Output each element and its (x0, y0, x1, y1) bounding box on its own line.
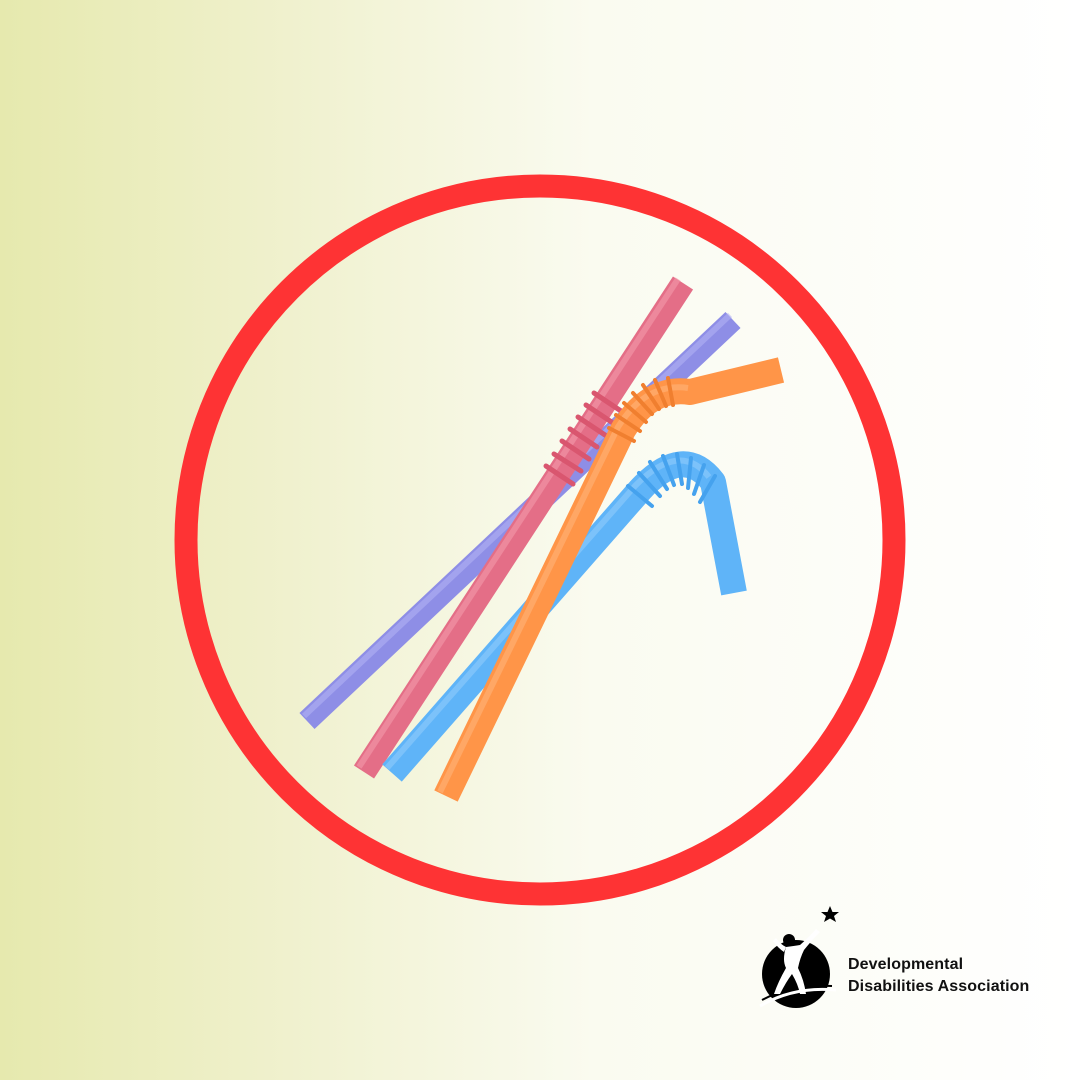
pink-straw (353, 276, 694, 779)
logo-wordmark: Developmental Disabilities Association (848, 954, 1029, 998)
prohibition-ring (174, 174, 906, 906)
logo-line-2: Disabilities Association (848, 978, 1030, 995)
person-reaching-for-star-icon (759, 906, 839, 1008)
blue-straw (382, 451, 747, 782)
orange-straw (434, 357, 785, 802)
dda-logo: Developmental Disabilities Association (756, 902, 1056, 1022)
logo-line-1: Developmental (848, 956, 964, 973)
